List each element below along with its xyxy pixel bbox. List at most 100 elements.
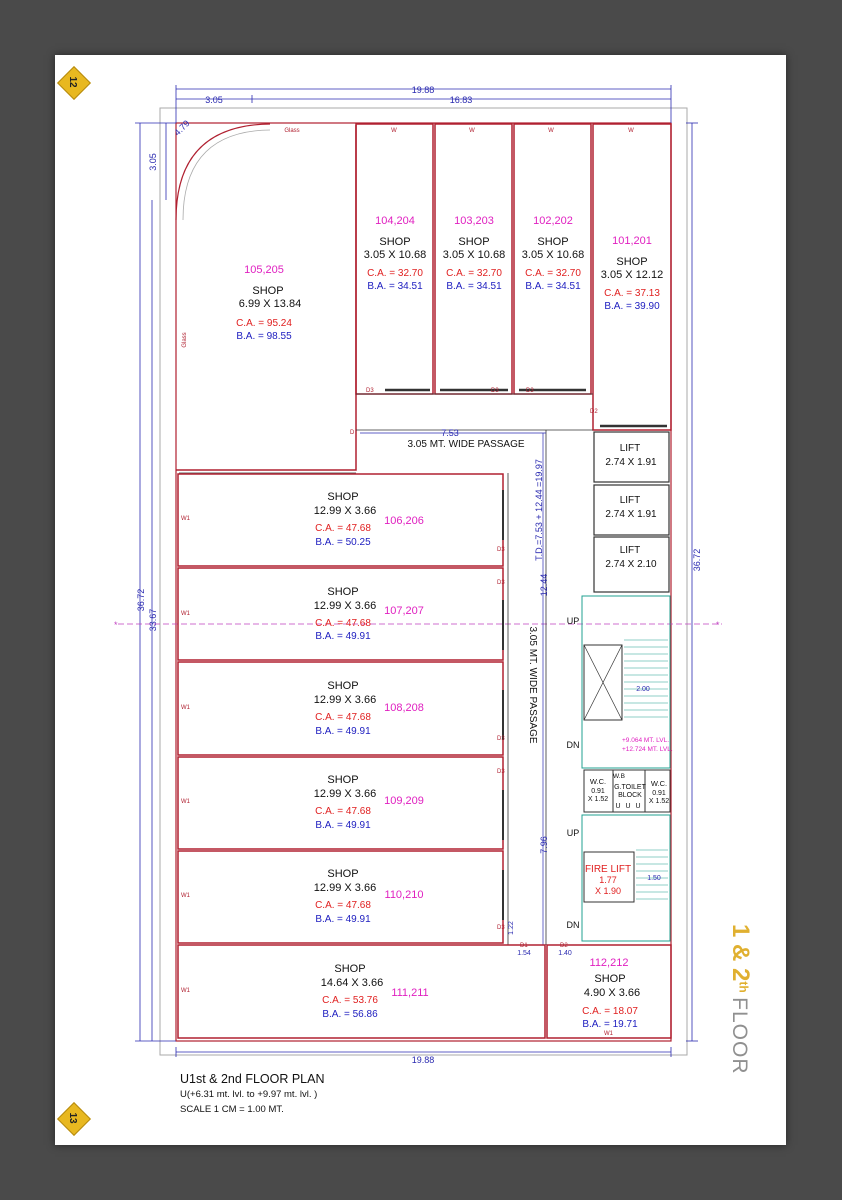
plan-levels: U(+6.31 mt. lvl. to +9.97 mt. lvl. )	[180, 1089, 318, 1100]
svg-text:B.A. = 56.86: B.A. = 56.86	[322, 1009, 378, 1020]
lift-2: LIFT 2.74 X 1.91	[605, 495, 657, 520]
svg-text:1.50: 1.50	[647, 875, 661, 882]
tag-w1-112: W1	[604, 1031, 614, 1037]
tag-w1-110: W1	[181, 893, 191, 899]
dim-top-left: 3.05	[205, 95, 223, 105]
svg-text:C.A. = 47.68: C.A. = 47.68	[315, 618, 371, 629]
shop-101: 101,201 SHOP 3.05 X 12.12 C.A. = 37.13 B…	[601, 235, 663, 312]
tag-w-103: W	[469, 128, 475, 134]
shop-111: SHOP 14.64 X 3.66 C.A. = 53.76 B.A. = 56…	[321, 963, 429, 1020]
tag-d1: D1	[520, 943, 528, 949]
page-number-top: 12	[67, 76, 79, 88]
svg-text:109,209: 109,209	[384, 795, 424, 807]
tag-glass-side: Glass	[182, 332, 188, 347]
svg-text:C.A. = 37.13: C.A. = 37.13	[604, 288, 660, 299]
svg-text:LIFT: LIFT	[620, 545, 641, 556]
svg-text:SHOP: SHOP	[537, 236, 568, 248]
svg-text:SHOP: SHOP	[327, 774, 358, 786]
fire-lift: FIRE LIFT 1.77 X 1.90	[585, 864, 631, 896]
passage-vertical-label: 3.05 MT. WIDE PASSAGE	[527, 626, 538, 743]
svg-text:105,205: 105,205	[244, 264, 284, 276]
svg-text:B.A. = 49.91: B.A. = 49.91	[315, 820, 371, 831]
svg-text:W.C.: W.C.	[651, 779, 667, 788]
svg-text:SHOP: SHOP	[616, 256, 647, 268]
dim-left-outer: 36.72	[136, 589, 146, 612]
shop-108: SHOP 12.99 X 3.66 C.A. = 47.68 B.A. = 49…	[314, 680, 424, 737]
dim-passage-top: 7.53	[441, 428, 459, 438]
svg-text:102,202: 102,202	[533, 215, 573, 227]
tag-d2: D2	[560, 943, 568, 949]
svg-text:1.77: 1.77	[599, 875, 617, 885]
dim-left-top: 3.05	[148, 153, 158, 171]
page-number-bottom: 13	[67, 1112, 79, 1124]
passage-horizontal-label: 3.05 MT. WIDE PASSAGE	[407, 439, 524, 450]
svg-text:B.A. = 98.55: B.A. = 98.55	[236, 331, 292, 342]
svg-text:W.B: W.B	[613, 773, 625, 780]
top-shops-walls	[355, 123, 672, 431]
svg-text:C.A. = 32.70: C.A. = 32.70	[446, 268, 502, 279]
svg-text:W.C.: W.C.	[590, 777, 606, 786]
svg-text:3.05 X 10.68: 3.05 X 10.68	[364, 249, 426, 261]
dim-passage-vertical: 12.44	[539, 574, 549, 597]
svg-text:B.A. = 49.91: B.A. = 49.91	[315, 631, 371, 642]
left-shops-walls	[177, 473, 546, 1039]
tag-w1-108: W1	[181, 705, 191, 711]
svg-text:106,206: 106,206	[384, 515, 424, 527]
dim-d1-width: 1.54	[517, 950, 531, 957]
left-dimensions	[135, 122, 698, 1042]
svg-text:DN: DN	[567, 920, 580, 930]
svg-text:2.74 X 1.91: 2.74 X 1.91	[605, 509, 657, 520]
svg-text:B.A. = 34.51: B.A. = 34.51	[446, 281, 502, 292]
svg-text:103,203: 103,203	[454, 215, 494, 227]
dim-right-total: 36.72	[692, 549, 702, 572]
svg-text:SHOP: SHOP	[327, 586, 358, 598]
tag-w1-106: W1	[181, 516, 191, 522]
tag-w-101: W	[628, 128, 634, 134]
svg-text:UP: UP	[567, 828, 580, 838]
svg-text:SHOP: SHOP	[327, 868, 358, 880]
svg-text:6.99 X 13.84: 6.99 X 13.84	[239, 298, 301, 310]
shop-109: SHOP 12.99 X 3.66 C.A. = 47.68 B.A. = 49…	[314, 774, 424, 831]
svg-text:3.05 X 12.12: 3.05 X 12.12	[601, 269, 663, 281]
floor-plan: 19.88 3.05 16.83 19.88 36.72 33.67 3.05 …	[114, 85, 722, 1065]
stair-labels: UP DN UP DN +9.064 MT. LVL. +12.724 MT. …	[567, 616, 673, 930]
svg-text:B.A. = 19.71: B.A. = 19.71	[582, 1019, 638, 1030]
tag-d3-108: D3	[497, 736, 505, 742]
svg-text:112,212: 112,212	[590, 957, 629, 969]
dim-bottom-total: 19.88	[412, 1055, 435, 1065]
shop-106: SHOP 12.99 X 3.66 C.A. = 47.68 B.A. = 50…	[314, 491, 424, 548]
svg-text:B.A. = 34.51: B.A. = 34.51	[525, 281, 581, 292]
svg-text:B.A. = 49.91: B.A. = 49.91	[315, 914, 371, 925]
svg-text:DN: DN	[567, 740, 580, 750]
svg-text:U: U	[625, 803, 630, 810]
svg-text:12.99 X 3.66: 12.99 X 3.66	[314, 694, 376, 706]
building-outline	[159, 107, 688, 1056]
tag-d3-104: D3	[366, 388, 374, 394]
svg-text:LIFT: LIFT	[620, 495, 641, 506]
svg-text:107,207: 107,207	[384, 605, 424, 617]
svg-text:FIRE LIFT: FIRE LIFT	[585, 864, 631, 875]
floor-word: FLOOR	[728, 997, 751, 1075]
dim-top-total: 19.88	[412, 85, 435, 95]
svg-text:0.91: 0.91	[591, 788, 605, 795]
svg-text:0.91: 0.91	[652, 790, 666, 797]
dim-small-gap: 1.22	[508, 921, 515, 935]
passage-td-note: T.D.=7.53 + 12.44 =19.97	[534, 459, 544, 561]
lift-walls	[593, 431, 670, 593]
shop-112-walls	[546, 944, 672, 1039]
shop-103: 103,203 SHOP 3.05 X 10.68 C.A. = 32.70 B…	[443, 215, 505, 292]
page-badge-top: 12	[57, 66, 91, 100]
svg-text:SHOP: SHOP	[379, 236, 410, 248]
svg-text:C.A. = 32.70: C.A. = 32.70	[367, 268, 423, 279]
svg-text:2.74 X 2.10: 2.74 X 2.10	[605, 559, 657, 570]
tag-d3-110: D3	[497, 925, 505, 931]
svg-text:12.99 X 3.66: 12.99 X 3.66	[314, 882, 376, 894]
shop-112: 112,212 SHOP 4.90 X 3.66 C.A. = 18.07 B.…	[582, 957, 640, 1030]
axis-mark-left: *	[114, 620, 118, 630]
axis-mark-right: *	[716, 620, 720, 630]
svg-text:2.00: 2.00	[636, 686, 650, 693]
plan-scale: SCALE 1 CM = 1.00 MT.	[180, 1104, 284, 1115]
tag-w-104: W	[391, 128, 397, 134]
svg-text:X 1.52: X 1.52	[649, 798, 669, 805]
svg-text:B.A. = 39.90: B.A. = 39.90	[604, 301, 660, 312]
